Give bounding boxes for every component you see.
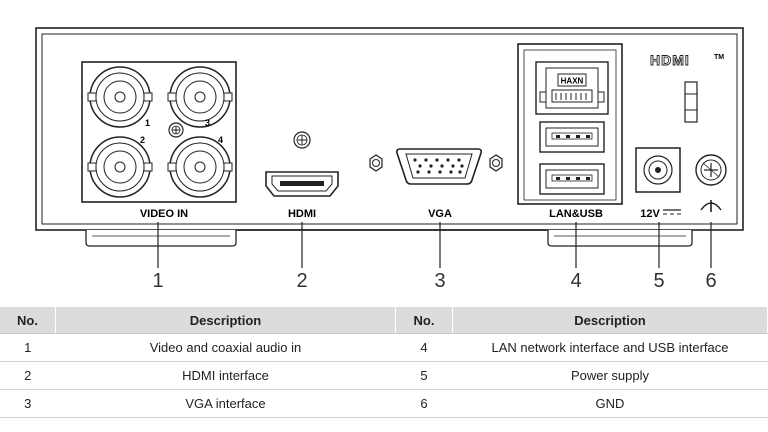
hdmi-port xyxy=(265,131,339,197)
row-no-left: 2 xyxy=(0,361,56,390)
usb-port-1 xyxy=(539,121,605,153)
vga-label: VGA xyxy=(428,208,452,220)
legend-table: No. Description No. Description 1 Video … xyxy=(0,307,768,418)
table-row: 1 Video and coaxial audio in 4 LAN netwo… xyxy=(0,333,768,362)
row-no-right: 5 xyxy=(395,361,453,390)
rj45-port: HAXN xyxy=(535,61,609,115)
vent-slot xyxy=(684,81,698,123)
table-header-row: No. Description No. Description xyxy=(0,307,768,334)
ground-screw xyxy=(695,154,727,186)
row-no-left: 1 xyxy=(0,333,56,362)
rear-panel-diagram: 1 2 3 4 VIDEO IN HDMI xyxy=(35,27,744,268)
lan-usb-label: LAN&USB xyxy=(549,208,603,220)
vga-right-nut xyxy=(489,154,503,172)
leader-lines xyxy=(157,222,712,268)
hdmi-label: HDMI xyxy=(288,208,316,220)
row-desc-right: Power supply xyxy=(452,361,768,390)
table-row: 3 VGA interface 6 GND xyxy=(0,389,768,418)
row-no-right: 6 xyxy=(395,389,453,418)
header-description-left: Description xyxy=(55,307,396,334)
bnc-number-1: 1 xyxy=(145,118,150,128)
table-row: 2 HDMI interface 5 Power supply xyxy=(0,361,768,390)
center-screw xyxy=(168,122,184,138)
callout-4: 4 xyxy=(570,270,582,292)
hdmi-logo: HDMI TM xyxy=(650,52,725,69)
bnc-connector-4 xyxy=(167,136,233,198)
ground-icon xyxy=(700,200,722,212)
power-label-group: 12V xyxy=(640,208,681,220)
hdmi-logo-text: HDMI xyxy=(650,52,690,68)
header-no-left: No. xyxy=(0,307,56,334)
bnc-connector-2 xyxy=(87,136,153,198)
callout-3: 3 xyxy=(434,270,446,292)
vga-port xyxy=(369,148,503,185)
header-description-right: Description xyxy=(452,307,768,334)
bnc-number-2: 2 xyxy=(140,135,145,145)
hdmi-screw xyxy=(293,131,311,149)
vga-pins xyxy=(413,158,464,174)
row-no-left: 3 xyxy=(0,389,56,418)
callout-2: 2 xyxy=(296,270,308,292)
bnc-connector-1 xyxy=(87,66,153,128)
callout-1: 1 xyxy=(152,270,164,292)
row-desc-left: VGA interface xyxy=(55,389,396,418)
bnc-number-4: 4 xyxy=(218,135,223,145)
lan-usb-block: HAXN xyxy=(517,43,623,205)
vga-left-nut xyxy=(369,154,383,172)
row-desc-left: HDMI interface xyxy=(55,361,396,390)
row-desc-right: LAN network interface and USB interface xyxy=(452,333,768,362)
video-in-block: 1 2 3 4 xyxy=(81,61,237,203)
row-desc-left: Video and coaxial audio in xyxy=(55,333,396,362)
hdmi-logo-tm: TM xyxy=(714,54,724,61)
row-no-right: 4 xyxy=(395,333,453,362)
power-label: 12V xyxy=(640,208,660,220)
rj45-text: HAXN xyxy=(561,77,584,86)
power-jack xyxy=(635,147,681,193)
usb-port-2 xyxy=(539,163,605,195)
bnc-connector-3 xyxy=(167,66,233,128)
bnc-number-3: 3 xyxy=(205,118,210,128)
callout-5: 5 xyxy=(653,270,665,292)
callout-6: 6 xyxy=(705,270,717,292)
video-in-label: VIDEO IN xyxy=(140,208,188,220)
row-desc-right: GND xyxy=(452,389,768,418)
header-no-right: No. xyxy=(395,307,453,334)
